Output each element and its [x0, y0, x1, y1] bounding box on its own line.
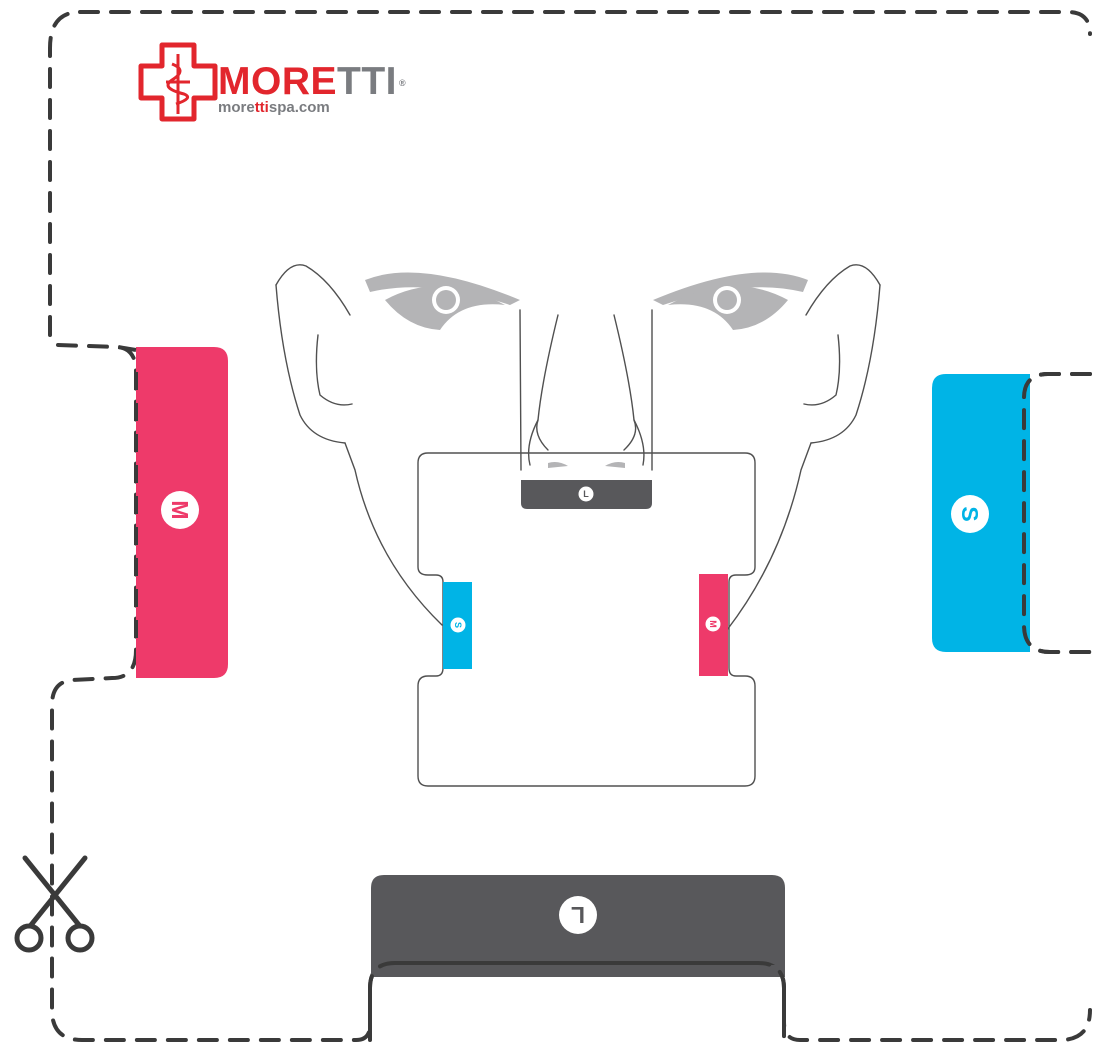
cheek-band-s-letter: S	[453, 622, 463, 628]
nose-band-letter: L	[583, 489, 589, 499]
tab-l-badge	[559, 896, 597, 934]
nasal-strip-outline	[417, 452, 756, 787]
brand-url[interactable]: morettispa.com	[218, 100, 330, 116]
tab-s-letter: S	[957, 506, 983, 521]
brand-url-suffix: spa.com	[268, 99, 330, 116]
cut-line	[48, 10, 1092, 1042]
nose-band-badge	[578, 486, 594, 502]
cheek-band-m-badge	[705, 616, 721, 632]
brand-registered: ®	[398, 78, 407, 88]
brand-word-gray: TTI	[337, 60, 397, 103]
brand-url-red: tti	[254, 99, 269, 116]
brand-word-red: MORE	[218, 60, 337, 103]
brand-url-prefix: more	[218, 99, 255, 116]
scissors-icon	[14, 855, 95, 953]
cheek-band-m-letter: M	[708, 620, 718, 628]
cheek-band-s-badge	[450, 617, 466, 633]
tab-l-letter: L	[571, 902, 585, 928]
tab-s-badge	[951, 495, 989, 533]
tab-m-badge	[161, 491, 199, 529]
medical-cross-icon	[138, 42, 218, 122]
face-outline	[275, 264, 881, 631]
eyes	[365, 272, 808, 468]
brand-wordmark: MORETTI®	[218, 62, 406, 101]
tab-m-letter: M	[167, 500, 193, 519]
